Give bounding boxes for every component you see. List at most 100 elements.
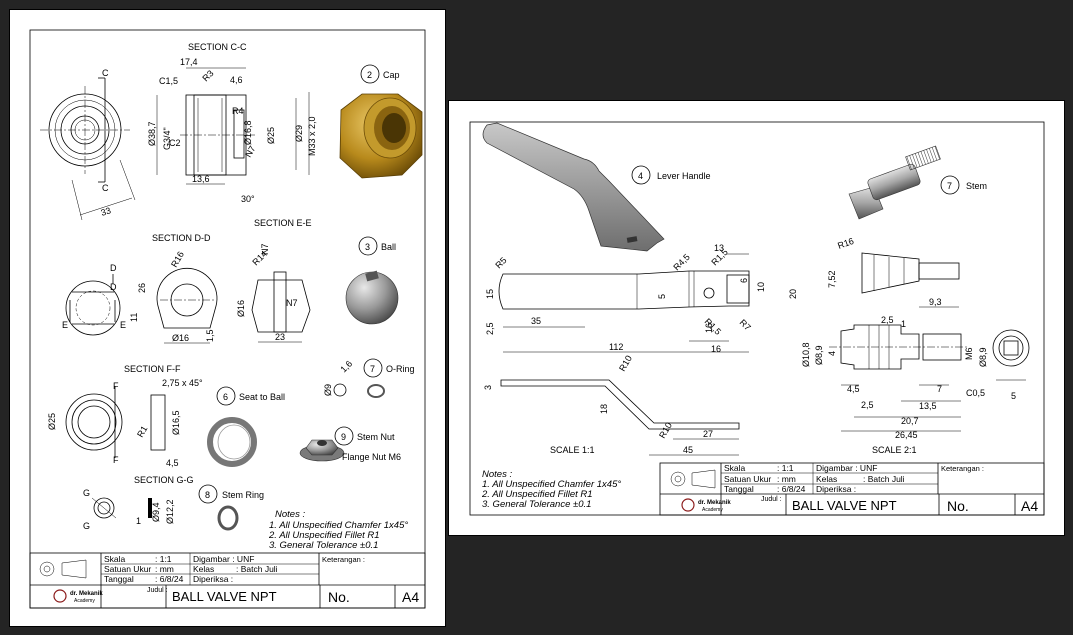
balloon-ball: 3 Ball	[358, 236, 396, 256]
dim-15: 15	[485, 289, 495, 299]
section-letter: G	[83, 521, 90, 531]
dim-m33: M33 x 2,0	[307, 116, 317, 156]
tb-kelas-value: : Batch Juli	[863, 474, 905, 484]
balloon-stem-nut: 9 Stem Nut	[334, 426, 395, 446]
logo-text: dr. Mekanik	[698, 500, 731, 506]
tb-satuan-key: Satuan Ukur	[104, 564, 151, 574]
ball-3d-render	[345, 270, 399, 325]
tb-tanggal-value: : 6/8/24	[155, 574, 184, 584]
dim-dia-29: Ø29	[294, 125, 304, 142]
tb-judul-key: Judul :	[761, 496, 782, 503]
dim-9-3: 9,3	[929, 297, 942, 307]
balloon-number: 7	[947, 181, 952, 191]
seat-3d-render	[207, 417, 257, 467]
tb-skala-key: Skala	[104, 554, 126, 564]
dim-r5: R5	[493, 255, 508, 270]
balloon-label: Stem	[966, 181, 987, 191]
balloon-number: 9	[341, 432, 346, 442]
dim-n7-c: N7	[286, 298, 298, 308]
section-cc-title: SECTION C-C	[188, 42, 247, 52]
logo-subtext: Academy	[702, 507, 723, 513]
lever-handle-side-view: 3 R10 18 R10 27 45	[483, 354, 740, 456]
section-gg-title: SECTION G-G	[134, 475, 194, 485]
notes-title: Notes :	[482, 469, 512, 480]
balloon-number: 6	[223, 392, 228, 402]
tb-diperiksa: Diperiksa :	[193, 574, 233, 584]
tb-satuan-value: : mm	[777, 474, 796, 484]
dim-11: 11	[129, 313, 139, 322]
balloon-label: Stem Ring	[222, 490, 264, 500]
note-line: 1. All Unspecified Chamfer 1x45°	[482, 479, 621, 490]
dim-4: 4	[827, 351, 837, 356]
tb-no: No.	[947, 498, 969, 514]
tb-satuan-key: Satuan Ukur	[724, 474, 771, 484]
balloon-label: Cap	[383, 70, 400, 80]
tb-keterangan: Keterangan :	[941, 464, 984, 473]
dim-30-deg: 30°	[241, 194, 255, 204]
dim-r16: R16	[169, 250, 186, 269]
section-letter: E	[120, 320, 126, 330]
balloon-number: 2	[367, 70, 372, 80]
section-dd-title: SECTION D-D	[152, 233, 211, 243]
section-letter: F	[113, 381, 119, 391]
dim-4-6: 4,6	[230, 75, 243, 85]
balloon-number: 8	[205, 490, 210, 500]
dim-35: 35	[531, 316, 541, 326]
dim-5: 5	[657, 294, 667, 299]
dim-13-6: 13,6	[192, 174, 210, 184]
dim-27: 27	[703, 429, 713, 439]
note-line: 2. All Unspecified Fillet R1	[268, 530, 380, 541]
tb-kelas-key: Kelas	[816, 474, 837, 484]
balloon-label: O-Ring	[386, 364, 415, 374]
tb-skala-key: Skala	[724, 463, 746, 473]
flange-nut-label: Flange Nut M6	[342, 452, 401, 462]
dim-r4: R4	[232, 106, 244, 116]
dim-c1-5: C1,5	[159, 76, 178, 86]
title-block: Skala : 1:1 Satuan Ukur : mm Tanggal : 6…	[29, 552, 426, 609]
balloon-label: Ball	[381, 242, 396, 252]
title-block: Skala : 1:1 Satuan Ukur : mm Tanggal : 6…	[659, 462, 1045, 516]
dim-1-top: 1	[901, 319, 906, 329]
dim-dia-16-8: Ø16,8	[243, 120, 253, 145]
balloon-number: 3	[365, 242, 370, 252]
dim-dia-9-4: Ø9,4	[151, 502, 161, 522]
balloon-stem-ring: 8 Stem Ring	[198, 484, 264, 504]
dim-n7: N7	[243, 144, 257, 159]
tb-digambar: Digambar : UNF	[193, 554, 254, 564]
tb-satuan-value: : mm	[155, 564, 174, 574]
ball-section-dd: SECTION D-D 26 11 R16 Ø16 1,5	[129, 233, 218, 344]
note-line: 3. General Tolerance ±0.1	[482, 499, 591, 510]
dim-r7: R7	[738, 317, 753, 332]
dim-26: 26	[137, 283, 147, 293]
stem-3d-render	[848, 145, 941, 220]
section-letter: D	[110, 263, 117, 273]
tb-title: BALL VALVE NPT	[792, 498, 897, 513]
stem-front-view: 2,5 1 Ø10,8 Ø8,9 4 M6 Ø8,9 4,5 7 C0,5 2,…	[801, 315, 988, 440]
note-line: 1. All Unspecified Chamfer 1x45°	[269, 520, 408, 531]
dim-dia-25: Ø25	[266, 127, 276, 144]
dim-20: 20	[788, 289, 798, 299]
ball-front-view: D D E E	[62, 263, 126, 336]
stem-nut-3d-render	[299, 439, 345, 462]
section-letter: F	[113, 455, 119, 465]
lever-handle-top-view: R5 15 2,5 35 112 R4,5 R1,5 13 6 10 20 5 …	[485, 243, 798, 354]
dim-1-5: 1,5	[205, 329, 215, 342]
drawing-sheet-parts-2: 4 Lever Handle R5 15 2,5 35 112 R4,5 R1,…	[448, 100, 1065, 536]
cap-section-cc: SECTION C-C 17,4 C1,5 R3 4,6 Ø38,7 G3/4"…	[147, 42, 317, 204]
stem-top-view: R16 7,52 9,3	[827, 236, 960, 308]
dim-23: 23	[275, 332, 285, 342]
tb-size: A4	[402, 589, 419, 605]
scale-2-label: SCALE 2:1	[872, 445, 917, 455]
balloon-stem: 7 Stem	[940, 175, 987, 195]
tb-digambar: Digambar : UNF	[816, 463, 877, 473]
dim-chamfer: 2,75 x 45°	[162, 378, 203, 388]
tb-tanggal-key: Tanggal	[724, 484, 754, 494]
dim-1: 1	[136, 516, 141, 526]
dim-r16: R16	[836, 236, 855, 251]
dim-c2: C2	[169, 138, 181, 148]
balloon-label: Seat to Ball	[239, 392, 285, 402]
stem-ring-section-gg: SECTION G-G G G 1 Ø9,4 Ø12,2	[83, 475, 194, 531]
dim-13: 13	[714, 243, 724, 253]
dim-dia-16: Ø16	[172, 333, 189, 343]
dim-26-45: 26,45	[895, 430, 918, 440]
